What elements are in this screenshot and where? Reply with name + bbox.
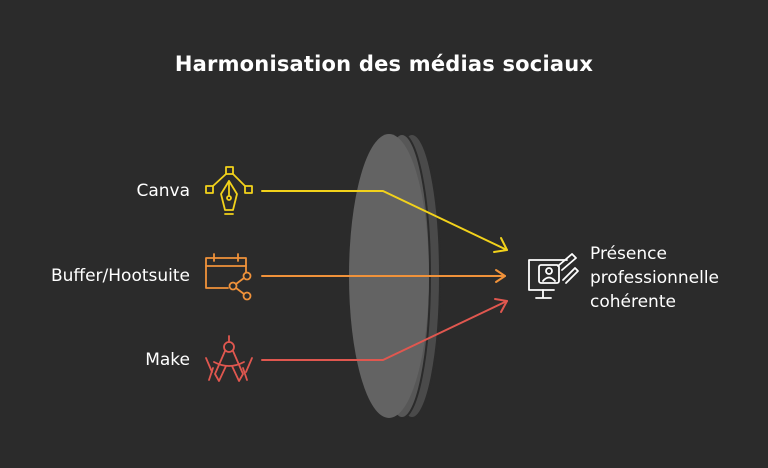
diagram-title: Harmonisation des médias sociaux (174, 52, 594, 76)
compass-tool-icon (205, 335, 253, 382)
calendar-share-icon (205, 253, 252, 301)
monitor-presentation-icon (528, 253, 579, 299)
arrow-buffer-hootsuite (261, 269, 506, 283)
output-label: Présence professionnelle cohérente (590, 242, 719, 314)
output-label-line-3: cohérente (590, 292, 676, 312)
output-label-line-1: Présence (590, 244, 667, 264)
arrow-canva (261, 190, 508, 253)
input-label-canva: Canva (136, 181, 190, 201)
output-label-line-2: professionnelle (590, 268, 720, 288)
arrow-make (261, 298, 508, 361)
pen-tool-icon (205, 166, 253, 215)
input-label-buffer-hootsuite: Buffer/Hootsuite (50, 266, 190, 286)
input-label-make: Make (145, 350, 190, 370)
